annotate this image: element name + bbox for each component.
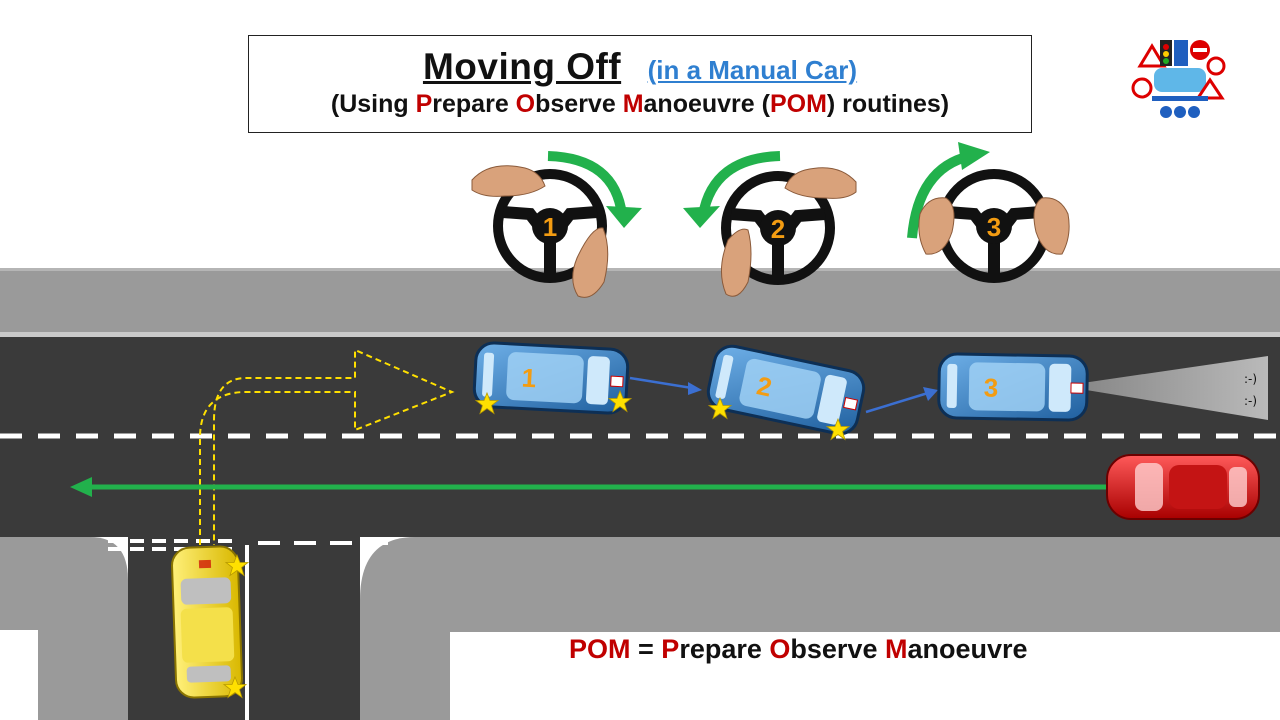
legend-seg: anoeuvre [907, 634, 1028, 664]
hand-icon [918, 197, 955, 255]
legend-seg: POM [569, 634, 631, 664]
hand-icon [572, 227, 609, 298]
page-title: Moving Off [422, 46, 622, 87]
car-number-3: 3 [983, 372, 998, 402]
star-icon [825, 417, 851, 441]
title-seg: ) routines) [826, 90, 950, 118]
blue-car-1: 1 [472, 341, 630, 415]
title-seg: anoeuvre ( [643, 90, 770, 118]
hand-icon [721, 228, 752, 297]
title-box: Moving Off (in a Manual Car) (Using Prep… [248, 35, 1032, 133]
move-arrow-2 [865, 391, 929, 414]
star-icon [607, 389, 633, 413]
legend-seg: M [884, 634, 908, 664]
wheel-number: 1 [543, 212, 557, 242]
star-icon [224, 553, 250, 577]
hand-icon [471, 165, 546, 197]
legend-seg: bserve [790, 634, 885, 664]
page-subtitle: (in a Manual Car) [647, 55, 858, 85]
title-seg: (Using [330, 90, 416, 118]
svg-text::-): :-) [1244, 372, 1257, 386]
blue-car-2: 2 [706, 344, 866, 436]
car-number-1: 1 [521, 362, 537, 393]
clockwise-arrow-icon [606, 206, 642, 228]
steering-wheel-1: 1 [471, 151, 642, 298]
star-markers [222, 389, 851, 699]
traffic-arrowhead [70, 477, 92, 497]
car-number-2: 2 [754, 370, 774, 402]
hand-icon [784, 167, 857, 199]
view-beam [1062, 356, 1268, 420]
upper-kerb [0, 332, 1280, 337]
blue-car-3: 3 [937, 352, 1089, 422]
move-arrow-1 [629, 376, 693, 390]
star-icon [474, 391, 500, 415]
upper-pavement [0, 268, 1280, 336]
star-icon [222, 675, 248, 699]
clockwise-arrow-icon [958, 142, 990, 170]
red-car [1106, 454, 1260, 520]
svg-text::-): :-) [1244, 394, 1257, 408]
wheel-number: 3 [987, 212, 1001, 242]
legend-seg: repare [679, 634, 770, 664]
title-seg: repare [432, 90, 516, 118]
title-routine-line: (Using Prepare Observe Manoeuvre (POM) r… [249, 90, 1031, 119]
title-line: Moving Off (in a Manual Car) [249, 46, 1031, 88]
side-road [128, 537, 360, 720]
title-seg: P [415, 90, 433, 118]
road-signs-logo-icon [1131, 40, 1226, 118]
pom-legend: POM = Prepare Observe Manoeuvre [569, 634, 1028, 665]
yellow-car [171, 545, 243, 699]
star-icon [707, 396, 733, 420]
steering-wheel-3: 3 [907, 142, 1070, 283]
steering-wheel-2: 2 [683, 151, 857, 297]
title-seg: O [515, 90, 536, 118]
hand-icon [1033, 197, 1070, 255]
anticlockwise-arrow-icon [683, 206, 720, 228]
route-arrow-path [199, 348, 455, 545]
wheel-number: 2 [771, 214, 785, 244]
title-seg: bserve [535, 90, 623, 118]
title-seg: M [622, 90, 644, 118]
title-seg: POM [769, 90, 827, 118]
legend-seg: = [630, 634, 662, 664]
legend-seg: O [769, 634, 791, 664]
legend-seg: P [661, 634, 680, 664]
